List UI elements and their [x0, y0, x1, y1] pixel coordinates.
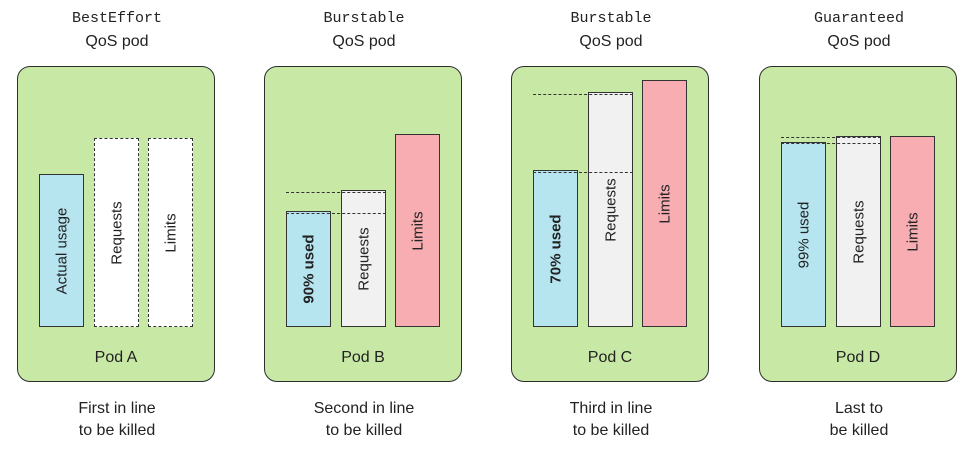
caption-line: to be killed [572, 422, 650, 439]
bar-label: Requests [355, 226, 372, 291]
qos-class-name: Burstable [323, 10, 405, 27]
pod-b-box: 90% used Requests Limits Pod B [264, 66, 462, 382]
requests-bar: Requests [836, 136, 881, 327]
usage-bar: 99% used [781, 142, 826, 327]
caption-line: to be killed [78, 422, 156, 439]
pod-d-box: 99% used Requests Limits Pod D [759, 66, 957, 382]
qos-class-name: Burstable [570, 10, 652, 27]
usage-bar: 70% used [533, 170, 578, 327]
qos-label: QoS pod [579, 33, 643, 50]
bar-label: Limits [162, 212, 179, 253]
actual-usage-bar: Actual usage [39, 174, 84, 327]
requests-bar: Requests [94, 138, 139, 327]
caption-line: be killed [829, 422, 889, 439]
requests-bar: Requests [341, 190, 386, 327]
pod-a-box: Actual usage Requests Limits Pod A [17, 66, 215, 382]
bar-label: Limits [409, 210, 426, 251]
usage-level-line [781, 143, 881, 144]
bar-label: 99% used [795, 201, 812, 268]
bar-label: Requests [602, 177, 619, 242]
bar-label: Requests [108, 200, 125, 265]
qos-label: QoS pod [85, 33, 149, 50]
requests-level-line [533, 94, 633, 95]
kill-order-caption: First in line to be killed [17, 398, 217, 442]
pod-c-column: Burstable QoS pod 70% used Requests Limi… [511, 0, 711, 449]
pod-name: Pod B [341, 349, 385, 366]
usage-level-line [286, 213, 386, 214]
qos-label: QoS pod [332, 33, 396, 50]
requests-level-line [286, 192, 386, 193]
kill-order-caption: Last to be killed [759, 398, 959, 442]
pod-a-column: BestEffort QoS pod Actual usage Requests… [17, 0, 217, 449]
requests-level-line [781, 137, 881, 138]
caption-line: Third in line [569, 400, 653, 417]
limits-bar: Limits [395, 134, 440, 327]
pod-name: Pod A [94, 349, 138, 366]
pod-d-column: Guaranteed QoS pod 99% used Requests Lim… [759, 0, 959, 449]
limits-bar: Limits [890, 136, 935, 327]
limits-bar: Limits [148, 138, 193, 327]
kill-order-caption: Second in line to be killed [264, 398, 464, 442]
usage-level-line [533, 172, 633, 173]
bar-label: Requests [850, 199, 867, 264]
qos-label: QoS pod [827, 33, 891, 50]
qos-class-name: BestEffort [71, 10, 162, 27]
bar-label: Limits [904, 211, 921, 252]
usage-bar: 90% used [286, 211, 331, 327]
bar-label: Limits [656, 183, 673, 224]
caption-line: First in line [78, 400, 156, 417]
pod-name: Pod D [835, 349, 881, 366]
requests-bar: Requests [588, 92, 633, 327]
bar-label: Actual usage [53, 207, 70, 294]
bar-label: 70% used [547, 213, 564, 284]
caption-line: to be killed [325, 422, 403, 439]
kill-order-caption: Third in line to be killed [511, 398, 711, 442]
caption-line: Last to [834, 400, 884, 417]
caption-line: Second in line [313, 400, 415, 417]
qos-class-name: Guaranteed [813, 10, 904, 27]
pod-b-column: Burstable QoS pod 90% used Requests Limi… [264, 0, 464, 449]
pod-c-box: 70% used Requests Limits Pod C [511, 66, 709, 382]
bar-label: 90% used [300, 234, 317, 304]
limits-bar: Limits [642, 80, 687, 327]
pod-name: Pod C [587, 349, 633, 366]
